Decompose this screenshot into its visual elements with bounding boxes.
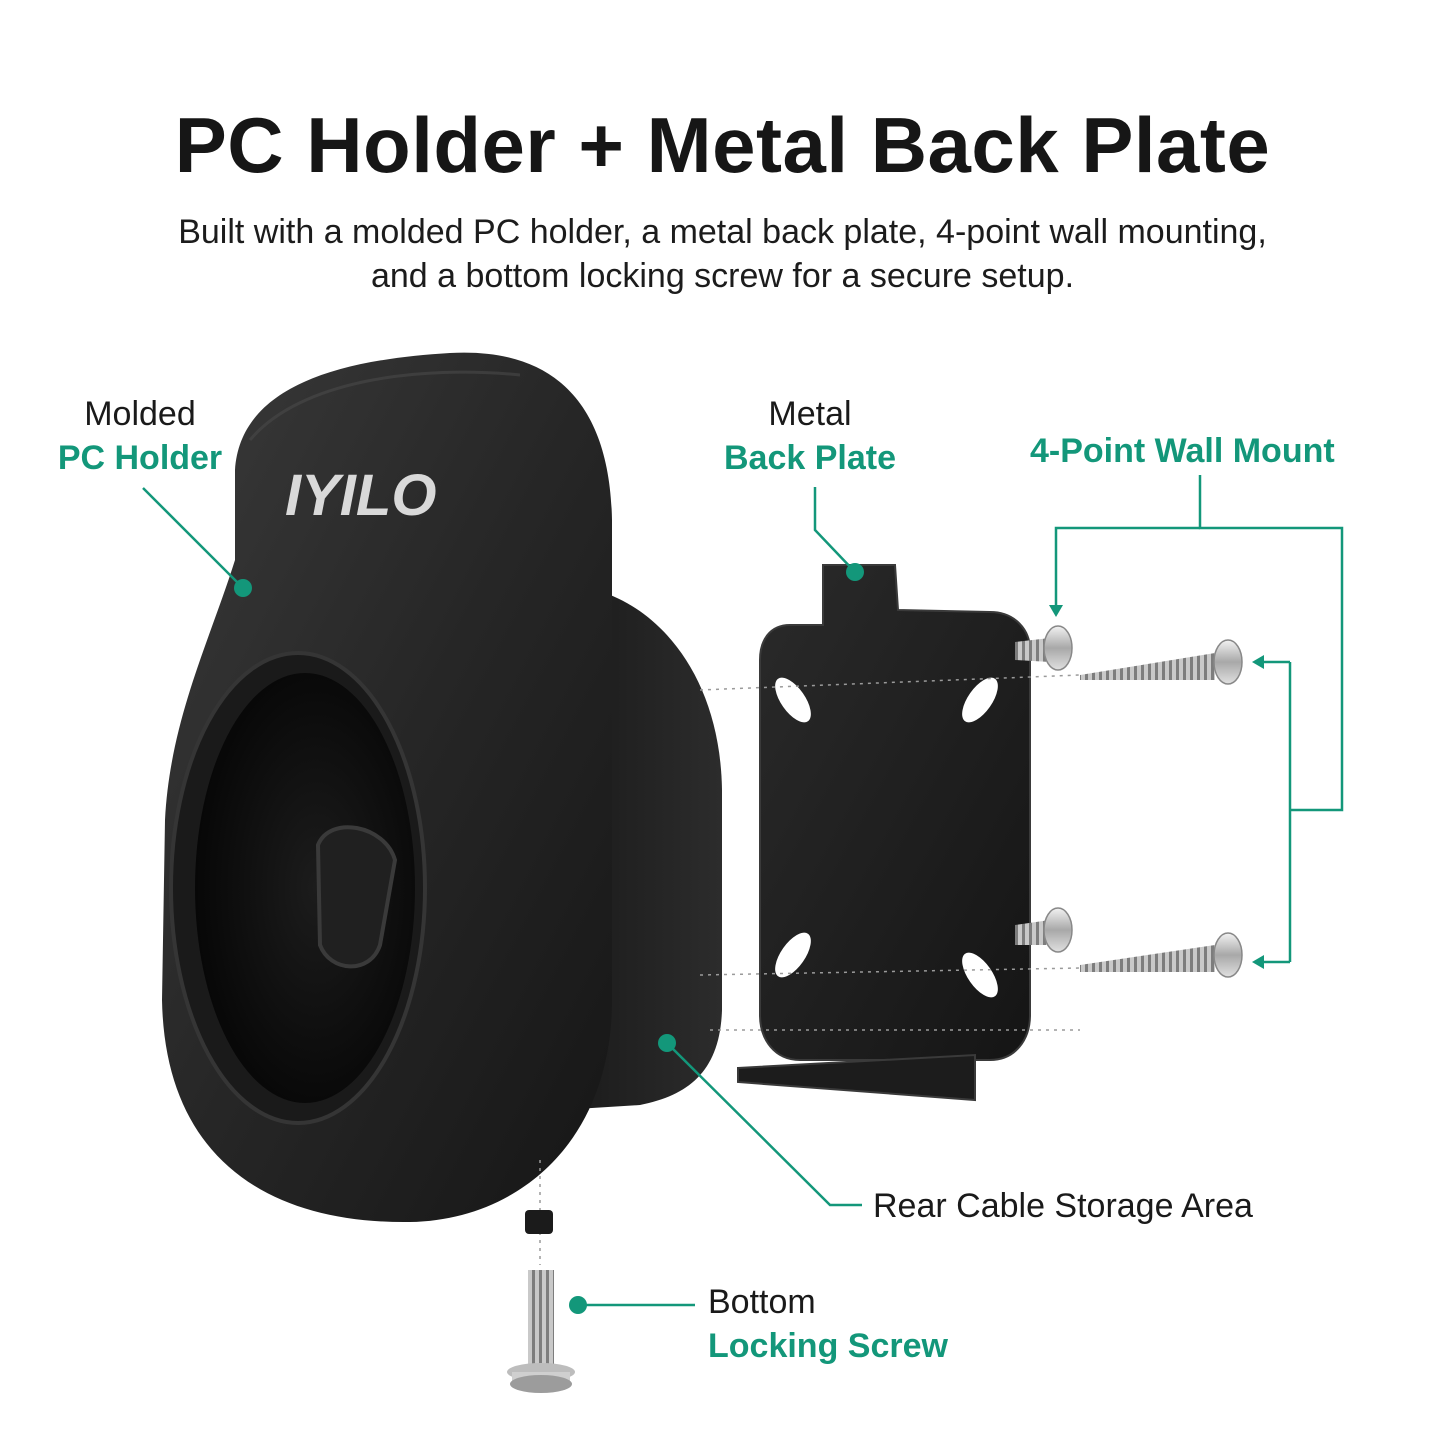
pc-holder [162, 352, 612, 1223]
page-subtitle: Built with a molded PC holder, a metal b… [178, 213, 1267, 295]
wall-screws [1015, 625, 1243, 978]
callout-locking-screw: Bottom Locking Screw [708, 1283, 948, 1365]
metal-back-plate [737, 564, 1031, 1102]
callout-wall-mount: 4-Point Wall Mount [1030, 432, 1335, 470]
callout-back-plate: Metal Back Plate [724, 395, 896, 477]
brand-logo: IYILO [285, 463, 436, 528]
arrow-down-icon [1049, 605, 1063, 617]
callout-pc-holder: Molded PC Holder [57, 395, 223, 477]
callout-cable-storage: Rear Cable Storage Area [873, 1187, 1253, 1225]
callout-markers [234, 563, 1264, 1314]
arrow-left-icon [1252, 955, 1264, 969]
page-title: PC Holder + Metal Back Plate [174, 101, 1271, 189]
alignment-guides [539, 674, 1081, 1265]
arrow-left-icon [1252, 655, 1264, 669]
bottom-locking-screw [507, 1210, 575, 1393]
callout-leaders [142, 475, 1344, 1307]
